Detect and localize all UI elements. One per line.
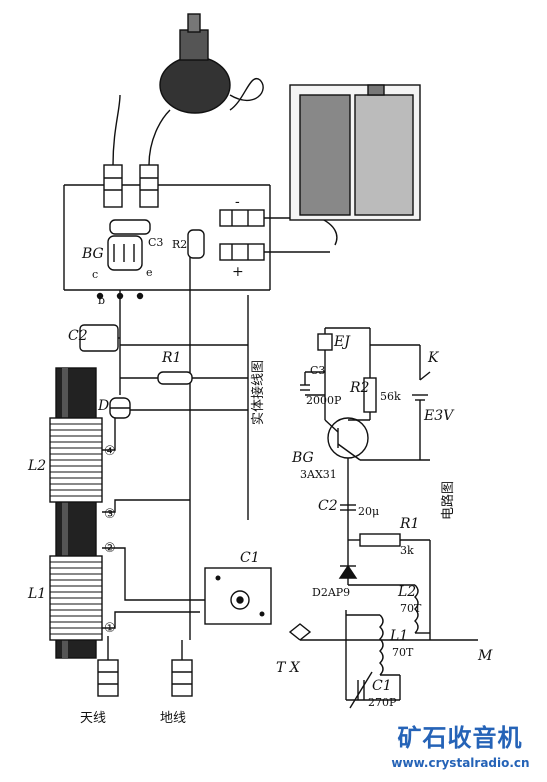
schematic-c2: C2 — [318, 498, 338, 514]
label-pin-b: b — [98, 294, 105, 307]
label-pin-e: e — [146, 266, 153, 279]
resistor-r1 — [157, 371, 193, 385]
label-l1: L1 — [27, 586, 46, 602]
schematic-tx: T X — [276, 660, 301, 676]
schematic-c3-value: 2000P — [306, 394, 342, 407]
schematic-c3: C3 — [310, 364, 325, 377]
antenna-terminal — [97, 636, 119, 697]
schematic-ej: EJ — [333, 334, 351, 350]
label-ground: 地线 — [160, 711, 186, 726]
wiring-diagram-title: 实体接线图 — [250, 360, 266, 425]
tuning-capacitor-c1 — [204, 567, 272, 625]
schematic-r2: R2 — [349, 380, 370, 396]
ground-terminal — [171, 640, 193, 697]
label-c2: C2 — [68, 328, 88, 344]
capacitor-c3 — [109, 219, 151, 235]
coil-l2 — [49, 417, 103, 503]
schematic-title: 电路图 — [440, 481, 456, 520]
schematic-bg-type: 3AX31 — [300, 468, 337, 481]
battery-pack — [289, 84, 421, 221]
schematic-l1-turns: 70T — [392, 646, 414, 659]
label-plus: + — [232, 264, 244, 280]
label-antenna: 天线 — [80, 711, 106, 726]
schematic-d-type: D2AP9 — [312, 586, 350, 599]
resistor-r2 — [187, 229, 205, 259]
schematic-r1: R1 — [399, 516, 419, 532]
label-c3: C3 — [148, 236, 163, 249]
schematic-m: M — [477, 648, 493, 664]
diode-d — [109, 397, 131, 419]
earphone-jack — [103, 94, 171, 208]
schematic-k: K — [427, 350, 440, 366]
transistor-bg — [96, 235, 144, 300]
battery-terminals — [219, 209, 338, 261]
schematic-c2-value: 20μ — [358, 505, 379, 518]
label-r2: R2 — [172, 238, 187, 251]
earphone — [159, 13, 264, 114]
schematic-l2-turns: 70T — [400, 602, 422, 615]
label-tap-4: ④ — [104, 444, 116, 459]
watermark-brand: 矿石收音机 — [397, 724, 523, 752]
schematic-l1: L1 — [389, 628, 408, 644]
label-r1: R1 — [161, 350, 181, 366]
schematic-c1: C1 — [372, 678, 392, 694]
label-d: D — [97, 398, 109, 414]
schematic-c1-value: 270P — [368, 696, 397, 709]
label-tap-1: ① — [104, 621, 116, 636]
schematic-r1-value: 3k — [400, 544, 414, 557]
schematic-e: E3V — [423, 408, 455, 424]
label-tap-2: ② — [104, 541, 116, 556]
label-c1: C1 — [240, 550, 260, 566]
capacitor-c2 — [79, 324, 120, 352]
coil-l1 — [49, 555, 103, 641]
label-l2: L2 — [27, 458, 46, 474]
label-bg: BG — [81, 246, 104, 262]
schematic-bg: BG — [291, 450, 314, 466]
label-tap-3: ③ — [104, 507, 116, 522]
schematic-r2-value: 56k — [380, 390, 401, 403]
label-pin-c: c — [92, 268, 98, 281]
watermark-site: www.crystalradio.cn — [391, 756, 530, 770]
schematic-diagram — [288, 327, 478, 709]
schematic-l2: L2 — [397, 584, 416, 600]
label-minus: - — [235, 194, 240, 210]
